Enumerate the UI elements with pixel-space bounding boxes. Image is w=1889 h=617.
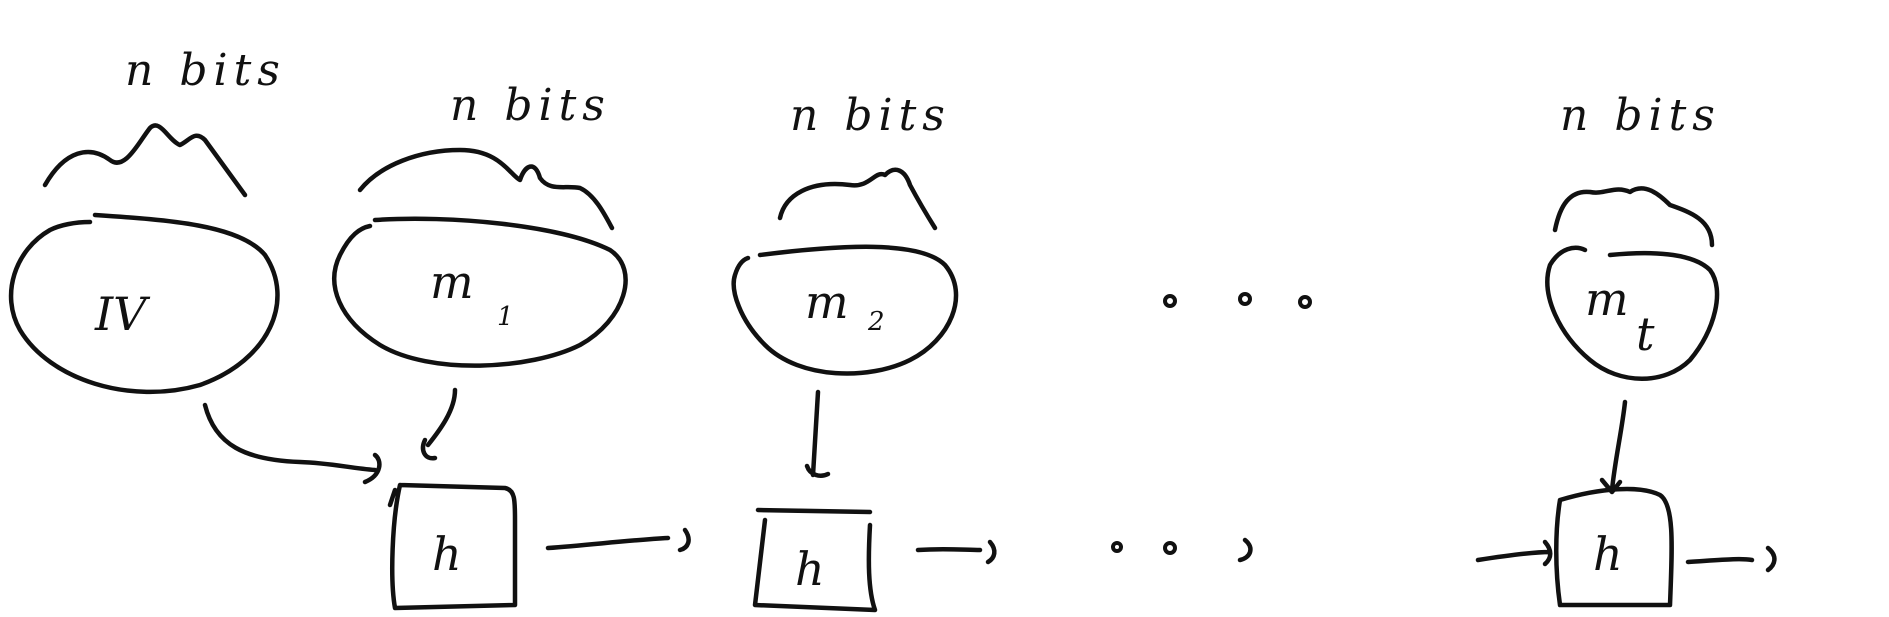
ellipsis-dot: [1111, 541, 1123, 553]
iv-label: IV: [94, 287, 151, 341]
mt-brace: [1552, 186, 1715, 248]
iv-ellipse: [8, 212, 280, 395]
ellipsis-dot: [1238, 292, 1252, 306]
ellipsis-dot: [1163, 541, 1177, 555]
iv-brace: [42, 123, 248, 198]
m2-subscript: 2: [867, 307, 885, 337]
ht-input-arrow: [1475, 539, 1553, 567]
m2-to-h2-arrow: [804, 389, 831, 478]
ht-output-arrow: [1685, 545, 1777, 573]
h2-top-bar: [755, 507, 873, 515]
mt-block: n bits m t: [1545, 90, 1721, 381]
top-ellipsis: [1163, 292, 1312, 309]
h1-box: [387, 482, 518, 611]
m2-size-label: n bits: [790, 90, 951, 141]
mt-label: m: [1585, 272, 1629, 326]
hash-box-ht: h: [1554, 486, 1674, 608]
mt-to-ht-arrow: [1599, 399, 1628, 495]
mt-size-label: n bits: [1560, 90, 1721, 141]
m1-size-label: n bits: [450, 80, 611, 131]
h2-output-arrow: [915, 539, 997, 565]
bottom-ellipsis: [1111, 537, 1253, 563]
hash-box-h2: h: [752, 507, 878, 613]
iv-block: n bits IV: [8, 45, 286, 395]
mt-ellipse: [1545, 245, 1720, 381]
m1-subscript: 1: [497, 302, 514, 332]
hash-box-h1: h: [387, 482, 518, 611]
m2-brace: [777, 167, 938, 231]
ht-label: h: [1593, 527, 1623, 581]
m1-brace: [357, 147, 615, 231]
ht-box: [1554, 486, 1674, 608]
m2-label: m: [805, 275, 849, 329]
iv-size-label: n bits: [125, 45, 286, 96]
m1-label: m: [430, 255, 474, 309]
ellipsis-dot: [1163, 294, 1177, 308]
mt-subscript: t: [1636, 307, 1655, 361]
m1-block: n bits m 1: [332, 80, 628, 368]
iv-to-h1-arrow: [202, 402, 382, 485]
h1-label: h: [432, 527, 462, 581]
ellipsis-dot: [1298, 295, 1312, 309]
m1-to-h1-arrow: [420, 387, 458, 461]
m2-block: n bits m 2: [731, 90, 959, 376]
m1-ellipse: [332, 216, 628, 368]
h2-box: [752, 517, 878, 613]
h1-output-arrow: [545, 527, 691, 553]
ellipsis-arrow-tip: [1237, 537, 1253, 563]
m2-ellipse: [731, 244, 959, 376]
h2-label: h: [795, 542, 825, 596]
